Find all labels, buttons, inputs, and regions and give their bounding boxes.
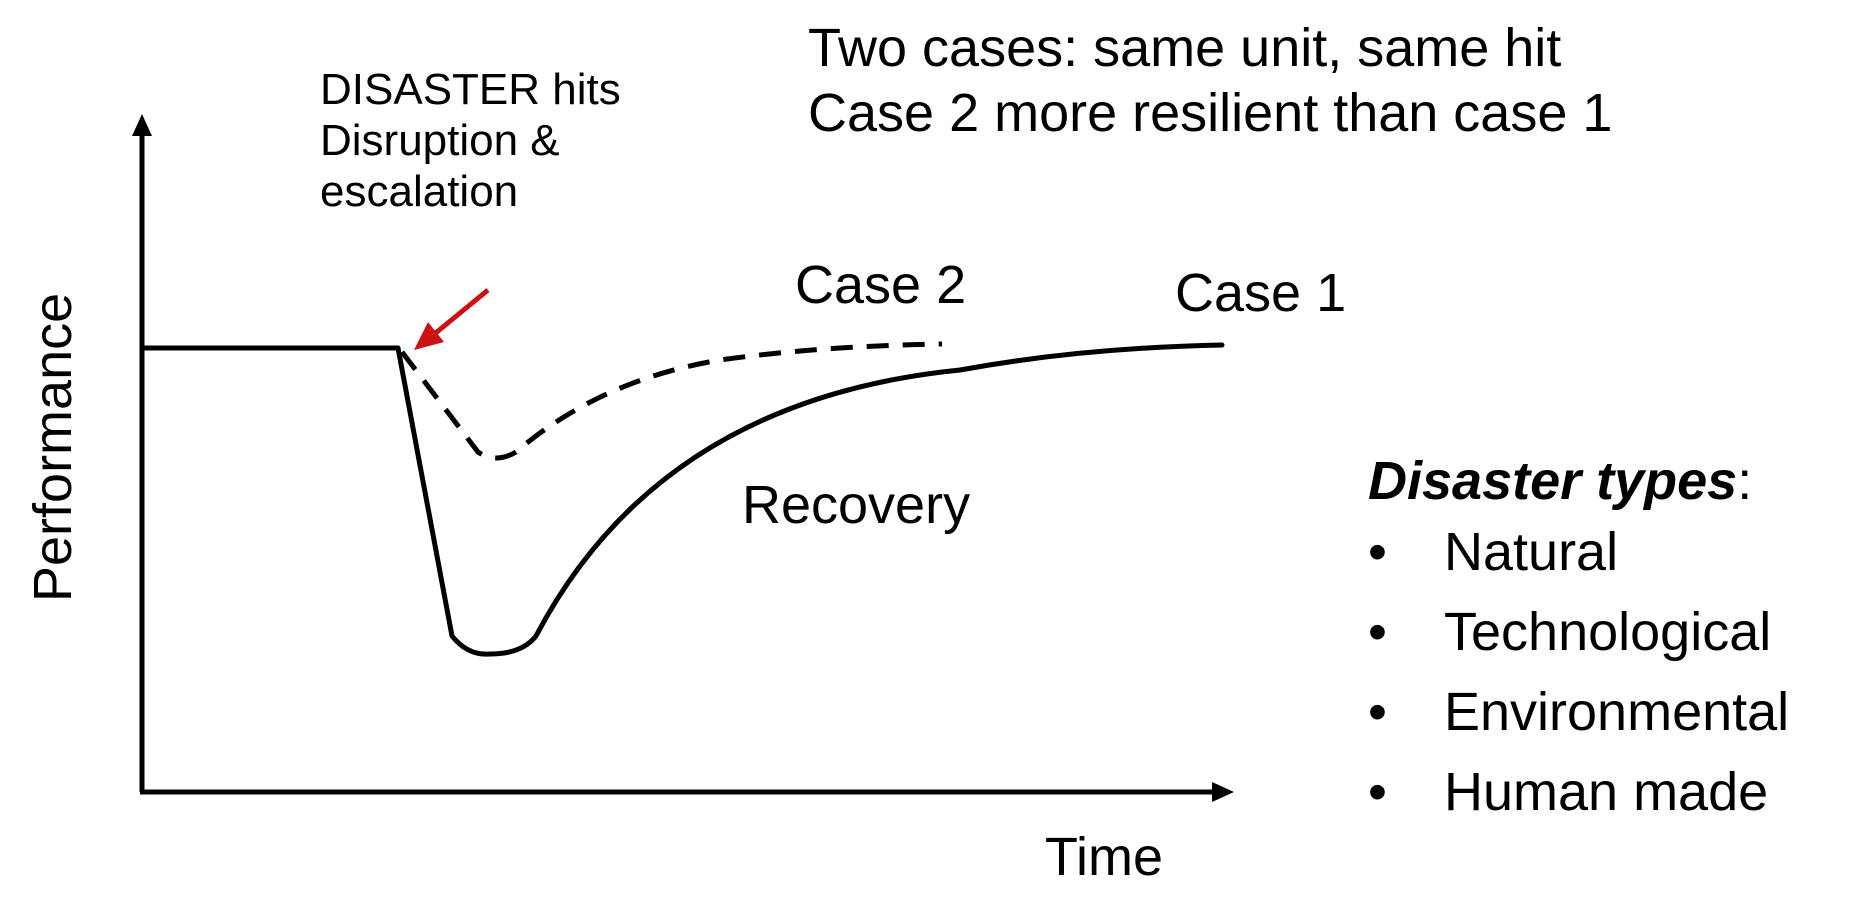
annotation-line-3: escalation — [320, 167, 519, 217]
y-axis-arrowhead — [132, 114, 152, 136]
headline: Two cases: same unit, same hit Case 2 mo… — [808, 16, 1612, 146]
x-axis-label: Time — [1045, 827, 1163, 887]
annotation-line-1: DISASTER hits — [320, 65, 621, 114]
type-technological: Technological — [1444, 602, 1772, 662]
bullet-icon: • — [1368, 602, 1387, 662]
disaster-types-list: Disaster types: •Natural •Technological … — [1368, 450, 1789, 832]
case1-curve — [139, 342, 1225, 657]
annotation-line-2: Disruption & — [320, 116, 560, 166]
case2-label: Case 2 — [795, 255, 967, 315]
list-item: • Technological — [1368, 592, 1789, 672]
bullet-icon: • — [1368, 682, 1387, 742]
disaster-types-colon: : — [1737, 451, 1753, 511]
y-axis-label: Performance — [23, 292, 83, 602]
x-axis-arrowhead — [1212, 782, 1234, 802]
type-natural: Natural — [1444, 522, 1619, 582]
headline-line-1: Two cases: same unit, same hit — [808, 18, 1562, 78]
headline-line-2: Case 2 more resilient than case 1 — [808, 82, 1613, 143]
recovery-label: Recovery — [742, 475, 971, 535]
list-item: • Environmental — [1368, 672, 1789, 752]
disaster-types-heading: Disaster types: — [1368, 450, 1789, 512]
case2-curve — [400, 341, 943, 461]
disaster-annotation: DISASTER hits Disruption & escalation — [320, 64, 621, 217]
list-item: • Natural — [1368, 512, 1789, 592]
list-item: • Human made — [1368, 752, 1789, 832]
type-human-made: Human made — [1444, 762, 1769, 822]
type-environmental: Environmental — [1444, 682, 1790, 742]
case1-label: Case 1 — [1175, 263, 1347, 323]
bullet-icon: • — [1368, 522, 1387, 582]
disaster-arrow-head — [414, 322, 444, 350]
disaster-arrow-shaft — [430, 288, 490, 338]
disaster-types-title: Disaster types — [1368, 451, 1738, 511]
bullet-icon: • — [1368, 762, 1387, 822]
